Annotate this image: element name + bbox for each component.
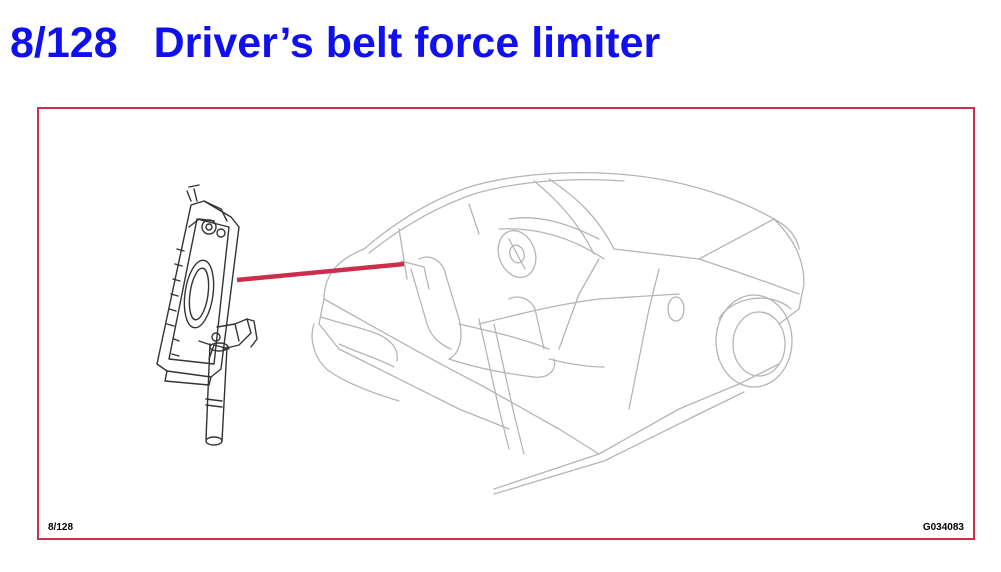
figure-illustration — [156, 172, 805, 495]
figure-page-ref: 8/128 — [48, 522, 74, 533]
page-title-text: Driver’s belt force limiter — [153, 19, 661, 67]
belt-force-limiter-unit-icon — [156, 184, 258, 446]
car-cutaway-icon — [311, 172, 805, 495]
figure-code: G034083 — [922, 522, 964, 533]
figure-frame: 8/128 G034083 — [37, 107, 975, 540]
leader-line — [236, 261, 405, 283]
page-title: 8/128 Driver’s belt force limiter — [10, 14, 660, 72]
page-number: 8/128 — [10, 19, 118, 67]
